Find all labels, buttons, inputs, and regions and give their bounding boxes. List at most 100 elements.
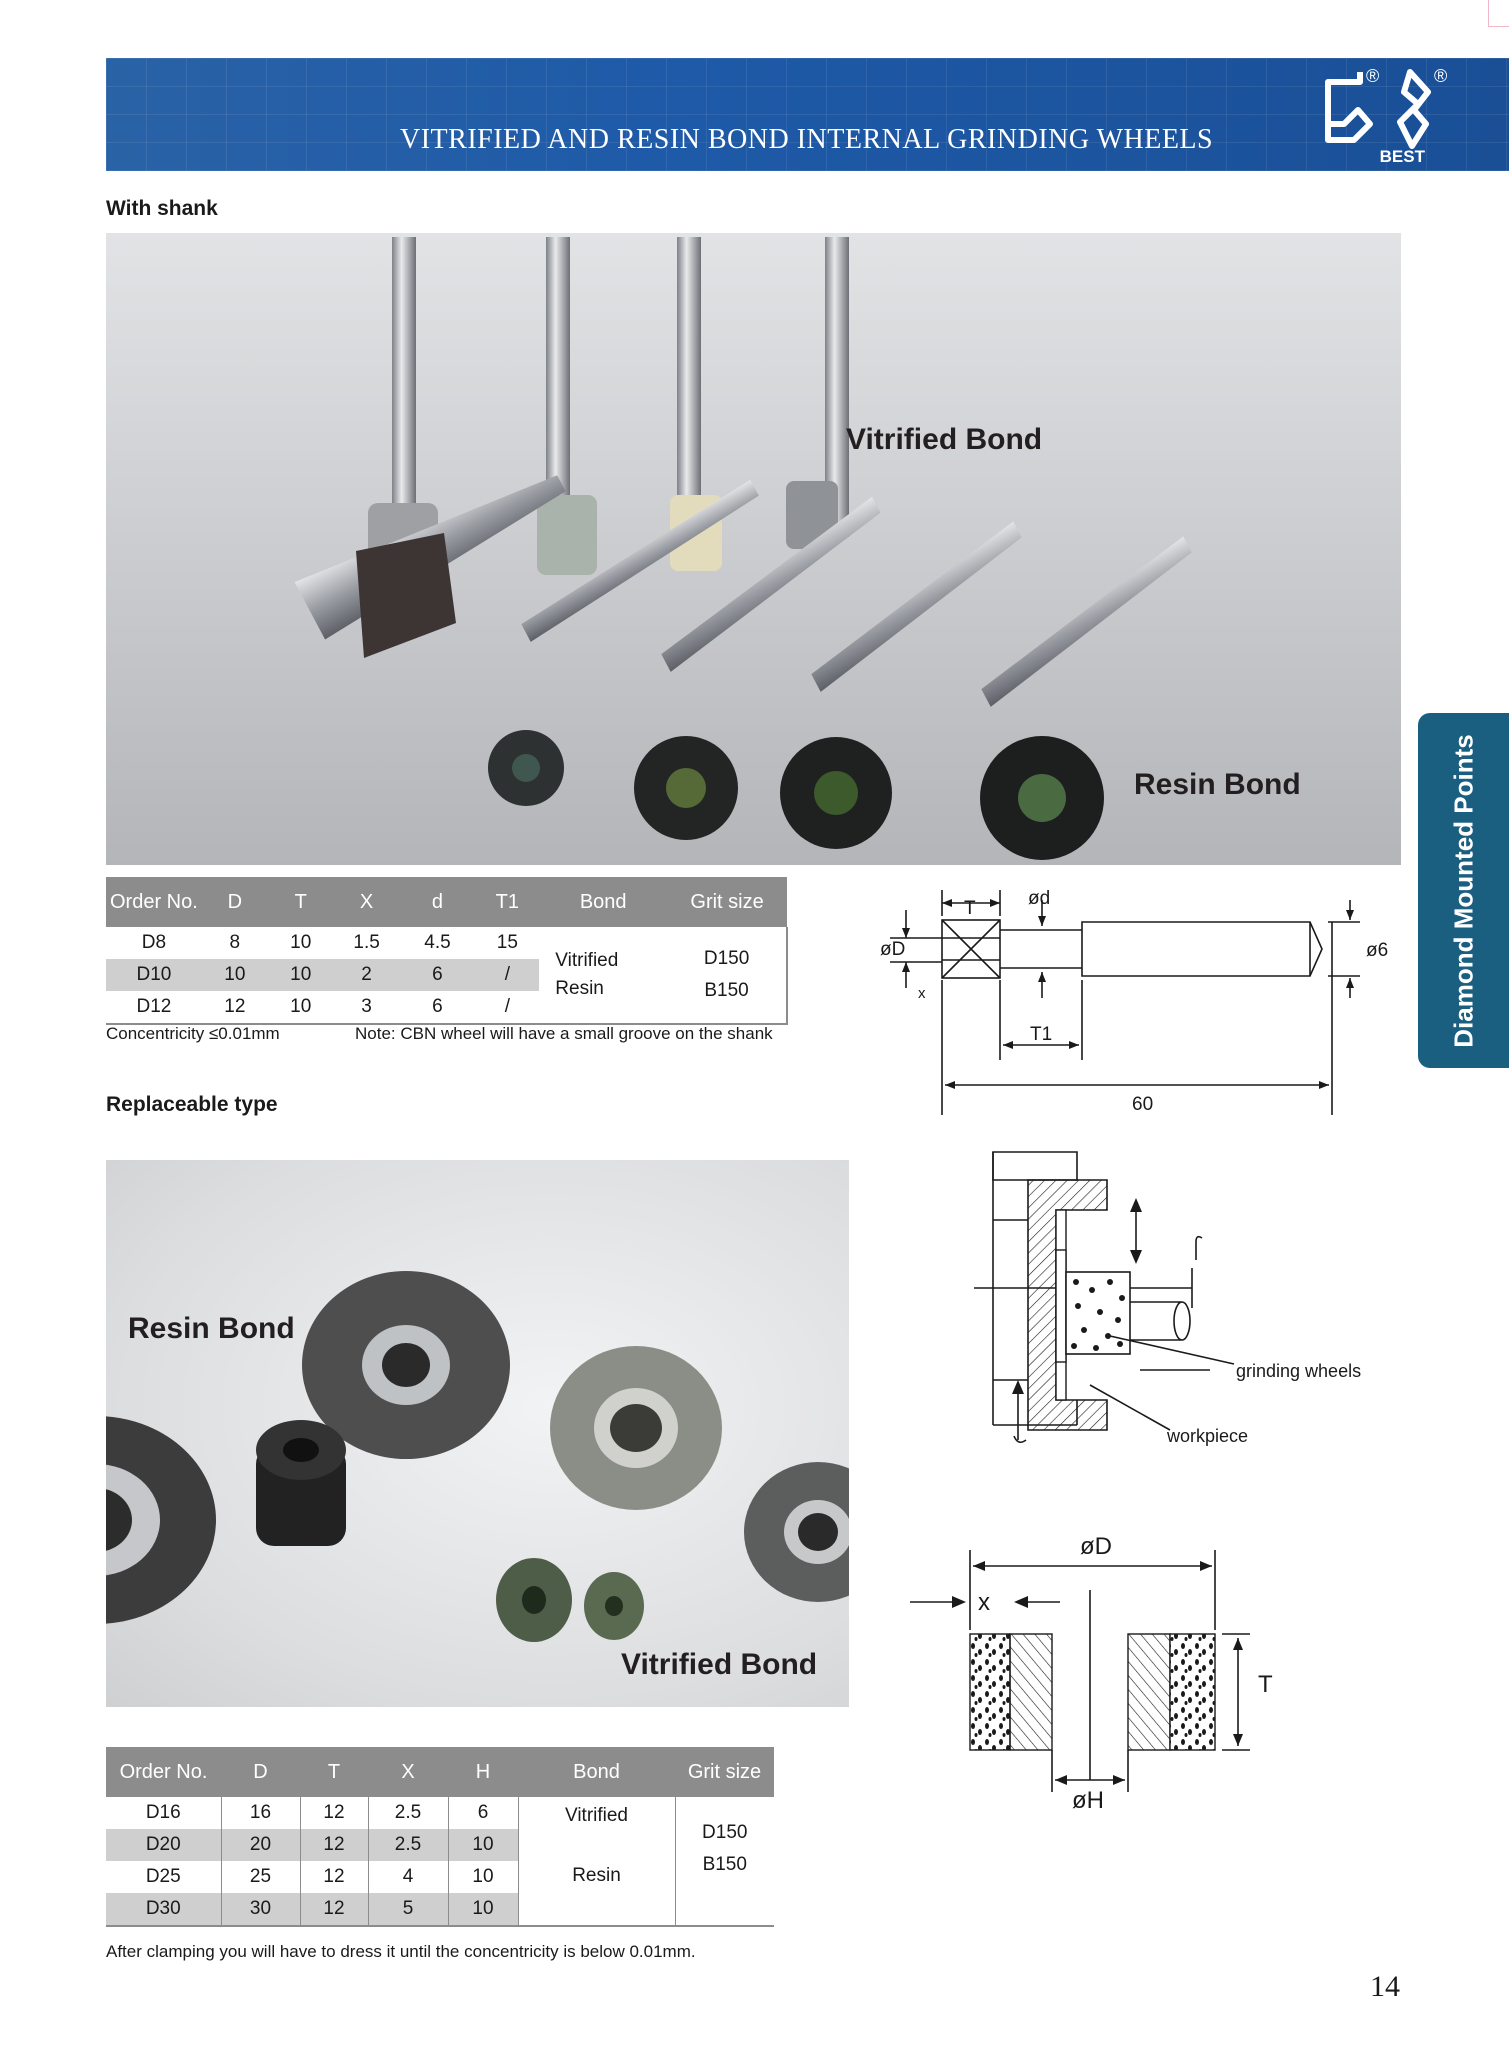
table-cell: 10 <box>201 959 268 991</box>
label-vitrified-bond: Vitrified Bond <box>846 423 1043 456</box>
table-cell: D16 <box>106 1797 222 1829</box>
dim-t: T <box>964 898 976 919</box>
page-number: 14 <box>1370 1970 1400 2003</box>
clamping-note: After clamping you will have to dress it… <box>106 1942 696 1961</box>
replaceable-photo: Resin Bond Vitrified Bond <box>106 1160 849 1707</box>
concentricity-note: Concentricity ≤0.01mm <box>106 1024 280 1043</box>
table-cell: 3 <box>361 996 372 1017</box>
col-bond: Bond <box>539 877 668 927</box>
col-d: D <box>221 1747 300 1797</box>
col-order-no: Order No. <box>106 877 202 927</box>
table-row: D30 30 12 5 10 <box>106 1893 774 1926</box>
table-cell: 10 <box>290 932 312 953</box>
grit-cell: D150 B150 <box>675 1797 774 1926</box>
table-cell: 8 <box>229 932 241 953</box>
table-cell: 25 <box>221 1861 301 1893</box>
table-cell: 10 <box>267 959 334 991</box>
col-grit-size: Grit size <box>675 1747 774 1797</box>
col-t1: T1 <box>475 877 540 927</box>
replaceable-spec-table: Order No. D T X H Bond Grit size D16 16 … <box>106 1747 774 1927</box>
registered-mark: ® <box>1366 66 1379 86</box>
table-cell: 30 <box>221 1893 301 1926</box>
col-d: D <box>201 877 268 927</box>
replaceable-photo-illustration <box>106 1271 849 1642</box>
cbn-note: Note: CBN wheel will have a small groove… <box>355 1024 773 1043</box>
dim-x: x <box>978 1589 990 1616</box>
grit-d150: D150 <box>702 1822 748 1843</box>
table-cell: 10 <box>448 1829 519 1861</box>
grit-b150: B150 <box>704 980 749 1001</box>
brand-logo: ® ® <box>1325 66 1447 149</box>
table-cell: D12 <box>136 996 172 1017</box>
section-title-shank: With shank <box>106 197 218 220</box>
dim-wheel-diameter: øD <box>880 939 905 960</box>
grinding-setup-diagram: grinding wheels workpiece <box>974 1151 1361 1446</box>
table-cell: 16 <box>221 1797 301 1829</box>
dim-phi-6: ø6 <box>1366 940 1388 961</box>
table-row: D8 8 10 1.5 4.5 15 Vitrified Resin D150 … <box>106 927 788 1024</box>
bond-vitrified: Vitrified <box>555 950 619 971</box>
shank-photo: Vitrified Bond Resin Bond <box>106 233 1401 865</box>
table-cell: 2.5 <box>368 1829 449 1861</box>
table-cell: D10 <box>106 959 202 991</box>
table-row: D25 25 12 4 10 <box>106 1861 774 1893</box>
table-cell: / <box>475 959 540 991</box>
table-row: D16 16 12 2.5 6 Vitrified Resin D150 B15… <box>106 1797 774 1926</box>
table-cell: 15 <box>496 932 518 953</box>
col-bond: Bond <box>518 1747 675 1797</box>
table-cell: 12 <box>224 996 246 1017</box>
table-cell: D30 <box>106 1893 222 1926</box>
bond-cell: Vitrified Resin <box>539 927 667 1024</box>
label-workpiece: workpiece <box>1166 1426 1248 1446</box>
page-title: VITRIFIED AND RESIN BOND INTERNAL GRINDI… <box>400 124 1214 155</box>
registered-mark: ® <box>1434 66 1447 86</box>
dim-x: x <box>918 985 926 1002</box>
col-shank-d: d <box>399 877 476 927</box>
dim-t: T <box>1258 1671 1273 1698</box>
col-x: X <box>368 1747 448 1797</box>
grit-cell: D150 B150 <box>667 927 788 1024</box>
table-cell: 4 <box>368 1861 449 1893</box>
table-cell: 5 <box>368 1893 449 1926</box>
col-order-no: Order No. <box>106 1747 221 1797</box>
label-vitrified-bond: Vitrified Bond <box>621 1648 818 1681</box>
dim-length: 60 <box>1132 1094 1153 1115</box>
col-grit-size: Grit size <box>667 877 787 927</box>
bond-cell: Vitrified Resin <box>518 1797 676 1926</box>
crop-mark <box>1488 0 1509 27</box>
table-cell: 6 <box>432 996 443 1017</box>
table-cell: D20 <box>106 1829 222 1861</box>
table-cell: 12 <box>300 1829 369 1861</box>
col-h: H <box>448 1747 518 1797</box>
table-cell: 6 <box>448 1797 519 1829</box>
label-grinding-wheels: grinding wheels <box>1236 1361 1361 1381</box>
table-cell: D8 <box>141 932 167 953</box>
table-cell: D25 <box>106 1861 222 1893</box>
shank-dimension-diagram: T ød øD x ø6 T1 60 <box>880 888 1388 1115</box>
grit-b150: B150 <box>702 1854 747 1875</box>
dim-wheel-diameter: øD <box>1080 1533 1112 1560</box>
dim-bore-diameter: øH <box>1072 1787 1104 1814</box>
table-row: D12 12 10 3 6 / <box>106 991 787 1024</box>
section-side-tab: Diamond Mounted Points <box>1418 713 1509 1068</box>
table-cell: / <box>504 996 510 1017</box>
table-cell: 4.5 <box>424 932 451 953</box>
table-cell: 20 <box>221 1829 301 1861</box>
table-cell: 1.5 <box>353 932 380 953</box>
table-row: D10 10 10 2 6 / <box>106 959 787 991</box>
table-cell: 12 <box>300 1797 369 1829</box>
dim-t1: T1 <box>1030 1024 1052 1045</box>
table-cell: 6 <box>399 959 476 991</box>
bond-resin: Resin <box>555 978 604 999</box>
table-cell: 2.5 <box>368 1797 449 1829</box>
table-cell: 10 <box>290 996 312 1017</box>
wheel-cross-section-diagram: øD x T øH <box>910 1533 1273 1814</box>
col-t: T <box>300 1747 368 1797</box>
section-title-replaceable: Replaceable type <box>106 1093 278 1116</box>
col-t: T <box>267 877 334 927</box>
table-cell: 12 <box>300 1893 369 1926</box>
dim-shank-diameter: ød <box>1028 888 1050 909</box>
table-cell: 12 <box>300 1861 369 1893</box>
grit-d150: D150 <box>703 948 750 969</box>
table-cell: 10 <box>448 1893 519 1926</box>
